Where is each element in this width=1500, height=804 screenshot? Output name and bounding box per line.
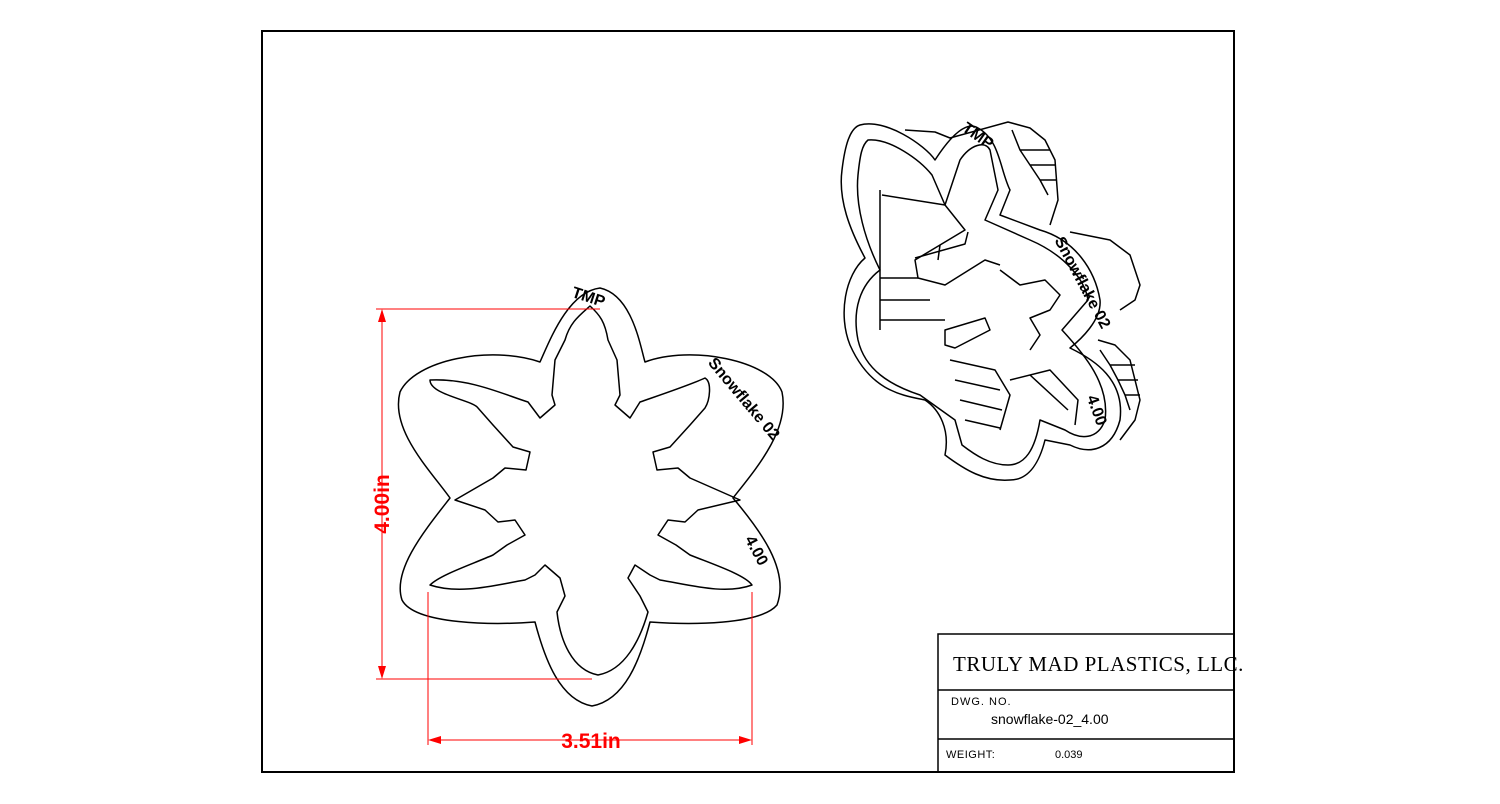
dwg-no-value: snowflake-02_4.00 [991,711,1109,727]
iso-outer-outline [840,123,1122,481]
iso-embossing: TMP Snowflake 02 4.00 [959,120,1113,428]
drawing-border [261,30,1235,773]
width-arrow-right [739,736,752,744]
width-dimension-label: 3.51in [561,730,621,753]
height-arrow-top [378,309,386,322]
iso-blade-edge-g [914,231,969,261]
iso-back-step-right [1069,231,1141,311]
iso-blade-edge-c [944,317,991,349]
emboss-name: Snowflake 02 [704,355,782,444]
iso-step-lines-2 [1099,349,1140,411]
height-dimension-label: 4.00in [371,474,394,534]
front-embossing: TMP Snowflake 02 4.00 [570,284,783,568]
emboss-size: 4.00 [741,533,771,569]
cutter-inner-outline [429,305,753,676]
dimension-width: 3.51in [427,592,753,753]
weight-label: WEIGHT: [946,749,995,761]
iso-blade-edge-a [881,194,1001,286]
iso-back-step-top [904,121,1059,226]
front-view [397,287,784,707]
width-arrow-left [428,736,441,744]
company-name: TRULY MAD PLASTICS, LLC. [953,652,1244,676]
iso-blade-edge-f [1009,369,1079,426]
iso-emboss-brand: TMP [959,120,997,153]
dimension-height: 4.00in [371,308,600,680]
cutter-outer-outline [397,287,784,707]
iso-emboss-name: Snowflake 02 [1051,234,1114,332]
iso-inner-rim [855,139,1107,466]
weight-value: 0.039 [1055,749,1083,761]
iso-emboss-size: 4.00 [1083,393,1110,428]
iso-blade-edge-e [949,359,1011,431]
title-block-frame [937,633,1235,773]
isometric-view [840,121,1141,481]
dwg-no-label: DWG. NO. [951,696,1012,708]
height-arrow-bottom [378,666,386,679]
iso-blade-edge-d [999,269,1061,351]
iso-step-lines-1 [1011,129,1056,196]
iso-blade-edge-b [879,190,945,330]
title-block: TRULY MAD PLASTICS, LLC. DWG. NO. snowfl… [937,633,1244,773]
